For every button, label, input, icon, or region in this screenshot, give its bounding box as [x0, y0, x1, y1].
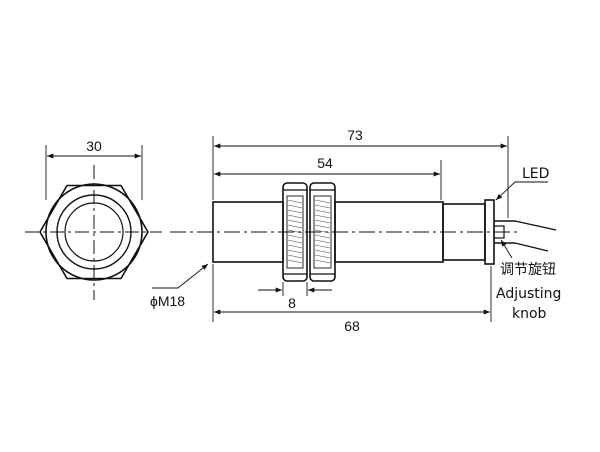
thread-size-leader	[152, 263, 209, 289]
nut-2	[309, 182, 336, 282]
thread-size-label: ϕM18	[150, 293, 185, 309]
end-view-inner-circle	[56, 194, 132, 270]
end-view: 30	[25, 138, 162, 300]
dim-68-label: 68	[344, 318, 360, 334]
adjusting-knob	[493, 225, 505, 239]
knob-label-cn: 调节旋钮	[500, 262, 556, 278]
knob-leader	[500, 239, 513, 259]
led-leader	[495, 181, 548, 201]
thread-hatching	[287, 199, 331, 264]
end-view-outer-circle	[45, 183, 143, 281]
knob-label-en-1: Adjusting	[496, 286, 561, 302]
end-view-hex-nut	[39, 184, 149, 280]
dim-30-label: 30	[86, 138, 102, 154]
dim-54-label: 54	[317, 155, 333, 171]
led-label: LED	[522, 166, 549, 182]
dim-73-label: 73	[347, 127, 363, 143]
nut-1	[282, 182, 308, 282]
end-view-face-circle	[64, 202, 124, 262]
knob-label-en-2: knob	[512, 306, 547, 322]
dim-8-label: 8	[288, 295, 296, 311]
sensor-cable	[493, 220, 557, 252]
side-view: 73 54 8 68 ϕM18 LED 调节旋钮 Adjusting knob	[150, 127, 561, 334]
